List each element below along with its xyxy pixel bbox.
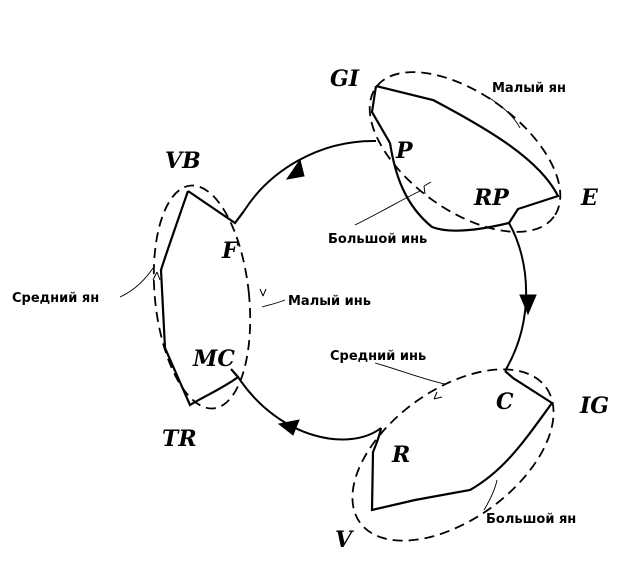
label-vb: VB (165, 148, 201, 174)
label-ig: IG (579, 393, 609, 419)
label-e: E (580, 185, 599, 211)
label-c: C (496, 389, 514, 415)
small-arrow-small-yin (259, 288, 267, 297)
label-mc: MC (192, 346, 235, 372)
annotation-middle-yin: Средний инь (330, 349, 426, 364)
bottom-right-block-outline (370, 370, 554, 512)
leader-small-yin (261, 299, 286, 308)
arrow-down (519, 294, 537, 316)
annotation-middle-yang: Средний ян (12, 291, 99, 306)
leader-middle-yin (374, 362, 446, 385)
arc-vb-to-gi (243, 139, 377, 212)
arrow-left (277, 419, 300, 436)
label-f: F (221, 238, 239, 264)
leader-small-yang (487, 96, 521, 129)
leader-big-yang (483, 479, 498, 511)
arc-r-to-mc (237, 376, 382, 441)
left-block-outline (159, 190, 245, 407)
top-right-block-outline (370, 84, 560, 232)
label-tr: TR (162, 426, 197, 452)
annotation-small-yang: Малый ян (492, 81, 566, 96)
small-arrow-middle-yang (152, 271, 161, 281)
big-yang-boundary (351, 368, 555, 542)
annotation-big-yang: Большой ян (486, 512, 576, 527)
arc-rp-to-c (504, 222, 528, 372)
label-r: R (391, 442, 410, 468)
small-arrow-big-yin (423, 181, 432, 195)
leader-big-yin (354, 190, 421, 226)
annotation-big-yin: Большой инь (328, 232, 427, 247)
arrow-up-right (285, 158, 305, 180)
label-gi: GI (330, 66, 360, 92)
small-arrow-middle-yin (433, 391, 443, 400)
annotation-small-yin: Малый инь (288, 294, 371, 309)
label-rp: RP (473, 185, 510, 211)
label-p: P (395, 138, 414, 164)
middle-yang-boundary (152, 184, 252, 410)
leader-middle-yang (119, 267, 154, 298)
label-v: V (335, 527, 354, 553)
